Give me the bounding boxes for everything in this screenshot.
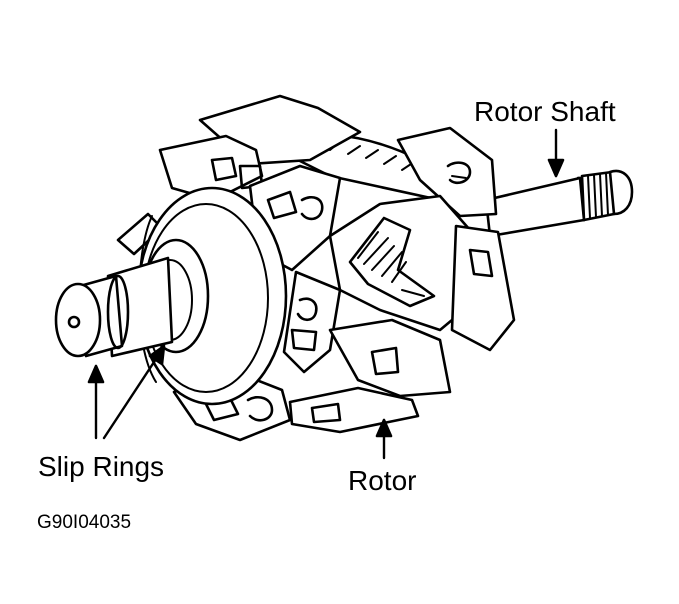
rotor-shaft-label: Rotor Shaft [474,96,616,127]
rotor-label: Rotor [348,465,417,496]
shaft-thread [580,170,616,222]
shaft-center-hole [67,315,81,329]
slip-ring-arrow-1 [87,364,105,440]
callout-arrows [87,128,565,460]
rotor-shaft-arrow [547,128,565,178]
slip-ring-collar [106,238,210,358]
rotor-arrow [375,418,393,460]
slip-ring-arrow-2 [102,344,166,440]
shaft-nut [608,169,634,216]
front-claw-poles [172,164,516,442]
slip-rings [54,274,130,358]
rear-claw-poles [116,94,498,256]
slip-rings-label: Slip Rings [38,451,165,482]
figure-code: G90I04035 [37,512,132,533]
rotor-shaft [484,169,634,238]
